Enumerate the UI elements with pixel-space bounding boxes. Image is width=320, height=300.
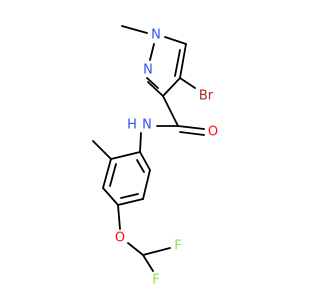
bond-c-o [177, 125, 205, 130]
bond-n-c1 [139, 132, 142, 153]
bond-c3-n2 [147, 81, 164, 97]
bond-cf2-f-bottom [142, 254, 154, 272]
bond-c3r-c4r-inner [120, 193, 139, 199]
atom-n-ring: N [143, 63, 153, 78]
bond-c1-c2 [139, 151, 151, 171]
atom-f-top: F [174, 239, 181, 254]
atom-o-carbonyl: O [208, 125, 218, 140]
bond-n2-n1 [149, 43, 155, 61]
bond-c5r-c6r [102, 158, 112, 189]
bond-c5r-c6r-inner [109, 163, 117, 187]
bond-c2-c3r [142, 169, 151, 200]
bond-c5-c4 [179, 43, 187, 79]
bond-methyl-n [121, 25, 148, 34]
bond-c5-c4-inner [174, 49, 181, 77]
bond-c3-n2-inner [146, 77, 159, 89]
atom-f-bottom: F [152, 273, 159, 288]
structure-canvas: N N Br O N H O F F [92, 25, 218, 288]
atom-n-methyl: N [151, 28, 161, 43]
atom-br: Br [199, 89, 214, 104]
bond-c4-c3 [162, 77, 181, 97]
bond-c4r-c5r [102, 187, 119, 206]
atom-o-ether: O [115, 231, 125, 246]
bond-c6r-c1 [110, 151, 141, 160]
bonds [92, 25, 205, 272]
bond-o-cf2 [127, 242, 144, 256]
atom-n-amide: N [142, 118, 152, 133]
atom-h-amide: H [127, 118, 137, 133]
molecule-drawing: N N Br O N H O F F [92, 25, 218, 288]
bond-n1-c5 [164, 36, 187, 45]
bond-c3-c-carbonyl [162, 95, 179, 127]
bond-c3r-c4r [117, 198, 144, 206]
bond-c4r-o [117, 204, 121, 230]
bond-cf2-f-top [142, 247, 171, 256]
bond-aryl-methyl [92, 140, 112, 160]
bond-c1-c2-inner [136, 159, 145, 173]
bond-c-o-inner [179, 131, 205, 136]
bond-c4-br [179, 77, 196, 89]
atom-labels: N N Br O N H O F F [115, 28, 218, 288]
